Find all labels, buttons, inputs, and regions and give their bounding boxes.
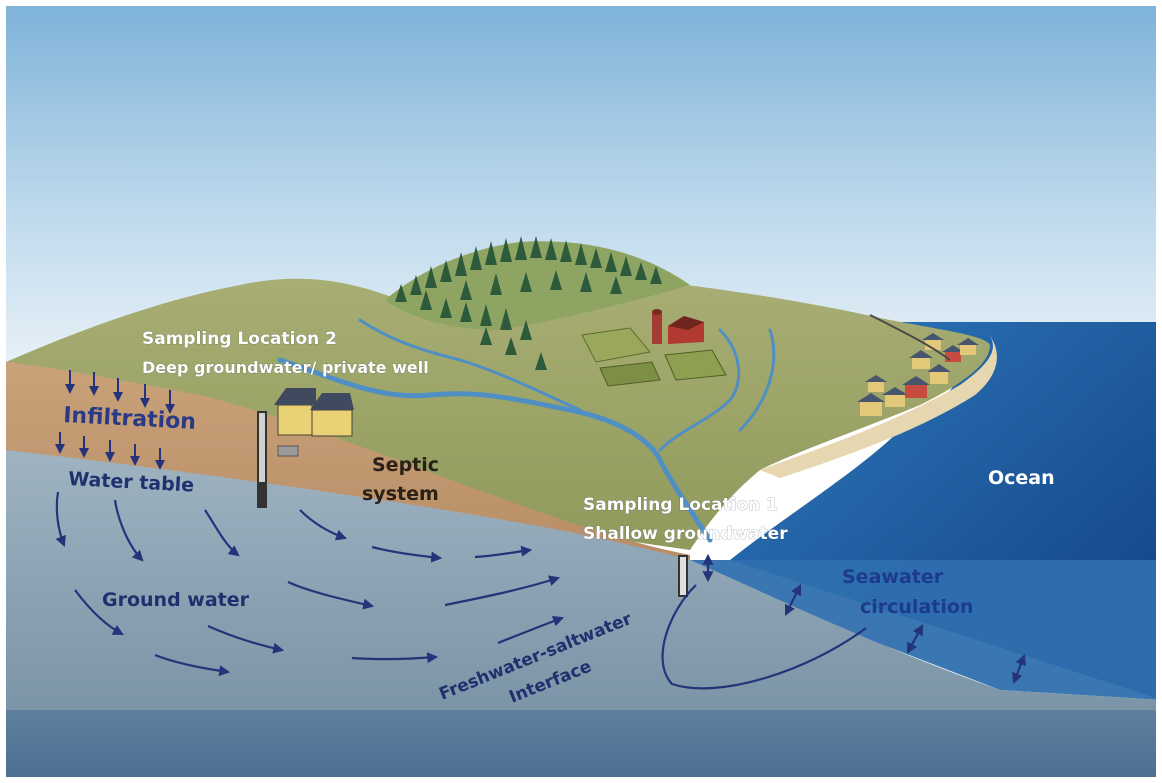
seawater-circulation-label-line2: circulation bbox=[860, 596, 973, 618]
sampling-location-2-subtitle: Deep groundwater/ private well bbox=[142, 358, 429, 377]
sampling-location-1-title: Sampling Location 1 bbox=[583, 495, 778, 515]
groundwater-zone bbox=[6, 450, 1162, 720]
septic-system-label-line1: Septic bbox=[372, 454, 439, 476]
streams bbox=[277, 318, 776, 543]
sampling-location-2-title: Sampling Location 2 bbox=[142, 329, 337, 349]
farmhouse bbox=[274, 388, 354, 457]
frame-right bbox=[1156, 0, 1162, 783]
sampling-location-1-subtitle: Shallow groundwater bbox=[583, 524, 788, 544]
beach bbox=[760, 330, 997, 478]
bottom-band bbox=[6, 710, 1156, 777]
farm-fields bbox=[581, 327, 727, 387]
barn bbox=[652, 309, 704, 344]
infiltration-arrows bbox=[55, 370, 175, 470]
soil-layer bbox=[6, 362, 690, 560]
septic-system-label-line2: system bbox=[362, 483, 439, 505]
groundwater-flow-arrows bbox=[55, 491, 565, 677]
coastal-road bbox=[869, 314, 951, 361]
shallow-well bbox=[678, 555, 688, 597]
ocean-cross-section bbox=[690, 560, 1162, 700]
private-well bbox=[257, 411, 267, 508]
coastal-town bbox=[857, 333, 979, 416]
seawater-circulation-label-line1: Seawater bbox=[842, 566, 944, 588]
ground-water-label: Ground water bbox=[102, 589, 250, 611]
seawater-circulation-arrows bbox=[661, 553, 1026, 690]
frame-bottom bbox=[0, 777, 1162, 783]
ocean-label: Ocean bbox=[988, 467, 1055, 489]
forest bbox=[395, 236, 662, 370]
